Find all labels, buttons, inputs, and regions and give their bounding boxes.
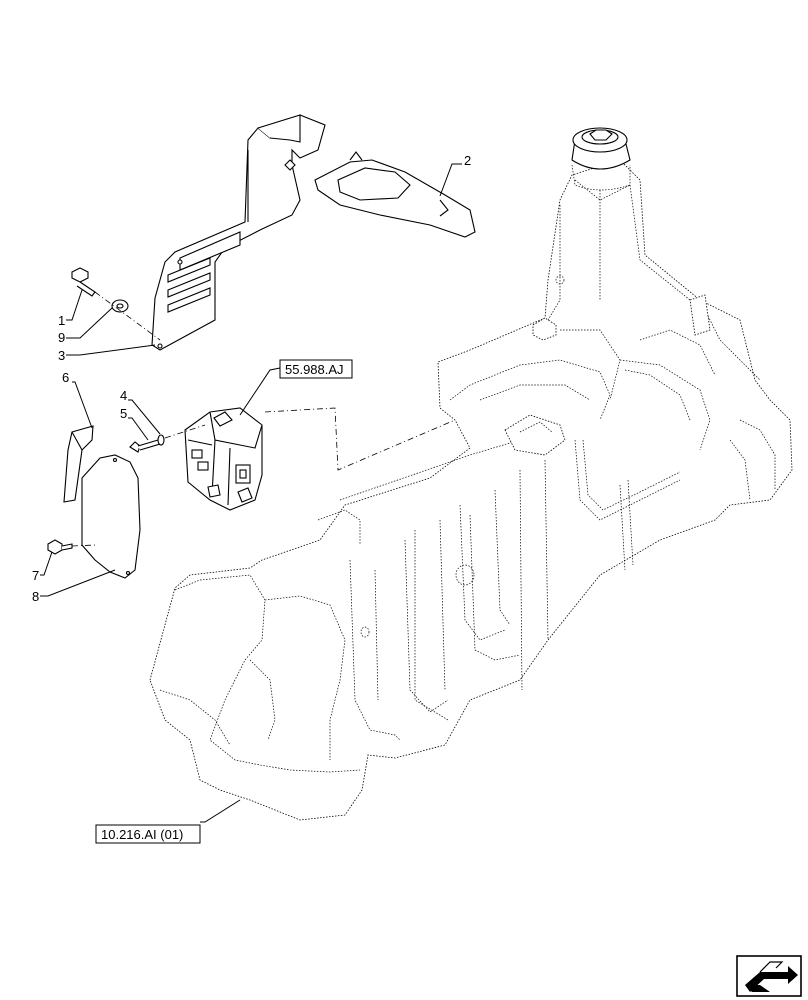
bolt-1 (71, 267, 96, 297)
reference-55988aj[interactable]: 55.988.AJ (279, 359, 353, 379)
washer-9 (111, 299, 129, 313)
cover-plate-8 (81, 454, 141, 579)
alignment-lines (71, 291, 456, 547)
bolt-5 (129, 434, 165, 453)
reference-label-10216ai[interactable]: 10.216.AI (01) (101, 827, 183, 842)
callout-3: 3 (58, 348, 65, 363)
control-module (184, 407, 263, 511)
fuel-tank (149, 159, 793, 821)
callout-6: 6 (62, 370, 69, 385)
next-page-arrow-icon[interactable] (736, 955, 802, 997)
callout-1: 1 (58, 313, 65, 328)
callout-9: 9 (58, 330, 65, 345)
callout-4: 4 (120, 388, 127, 403)
heat-shield-bracket (151, 114, 326, 351)
reference-10216ai[interactable]: 10.216.AI (01) (95, 824, 201, 844)
callout-2: 2 (464, 153, 471, 168)
callout-7: 7 (32, 568, 39, 583)
reference-label-55988aj[interactable]: 55.988.AJ (285, 362, 344, 377)
gasket-strip-6 (63, 425, 94, 503)
leader-lines (40, 163, 462, 823)
callout-5: 5 (120, 406, 127, 421)
filler-cap (571, 127, 631, 191)
shield-cover (314, 151, 476, 238)
callout-8: 8 (32, 589, 39, 604)
callouts: 1 2 3 4 5 6 7 8 9 (32, 153, 471, 604)
